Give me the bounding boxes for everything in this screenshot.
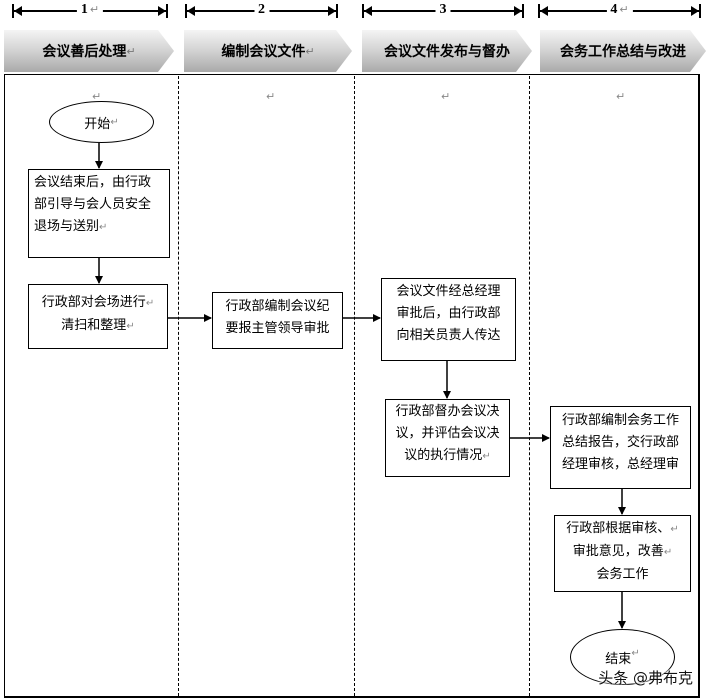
step-clean-venue: 行政部对会场进行↵ 清扫和整理↵ — [28, 284, 168, 349]
lane-para-mark-4: ↵ — [616, 90, 626, 103]
stage-span-1: 1↵ — [12, 2, 168, 18]
stage-span-3: 3 — [362, 2, 524, 18]
lane-header-4: 会务工作总结与改进 — [540, 30, 706, 72]
stage-number-3: 3 — [435, 2, 451, 18]
step-distribute-documents: 会议文件经总经理 审批后，由行政部 向相关员责人传达 — [381, 278, 516, 361]
stage-number-2: 2 — [254, 2, 269, 18]
step-summary-report: 行政部编制会务工作 总结报告，交行政部 经理审核，总经理审 — [550, 406, 691, 489]
end-node: 结束↵ — [570, 629, 675, 685]
lane-header-2: 编制会议文件↵ — [184, 30, 352, 72]
start-node: 开始↵ — [49, 101, 154, 143]
lane-para-mark-2: ↵ — [266, 90, 276, 103]
lane-header-3: 会议文件发布与督办 — [362, 30, 532, 72]
stage-span-4: 4↵ — [538, 2, 701, 18]
swimlane-frame — [4, 74, 700, 698]
step-improve-work: 行政部根据审核、↵ 审批意见，改善↵ 会务工作 — [554, 515, 691, 592]
lane-para-mark-3: ↵ — [441, 90, 451, 103]
stage-span-2: 2 — [185, 2, 338, 18]
lane-divider-3 — [529, 76, 530, 696]
lane-divider-2 — [354, 76, 355, 696]
step-supervise-resolutions: 行政部督办会议决 议，并评估会议决 议的执行情况↵ — [385, 399, 510, 477]
step-guide-attendees: 会议结束后，由行政 部引导与会人员安全 退场与送别↵ — [28, 169, 170, 258]
watermark: 头条 @弗布克 — [598, 669, 693, 687]
lane-header-1: 会议善后处理↵ — [4, 30, 174, 72]
step-draft-minutes: 行政部编制会议纪 要报主管领导审批 — [212, 292, 343, 349]
stage-number-1: 1↵ — [76, 2, 104, 18]
lane-divider-1 — [178, 76, 179, 696]
stage-number-4: 4↵ — [606, 2, 633, 18]
lane-para-mark-1: ↵ — [92, 90, 102, 103]
stage-number-row: 1↵ 2 3 4↵ — [0, 0, 707, 24]
